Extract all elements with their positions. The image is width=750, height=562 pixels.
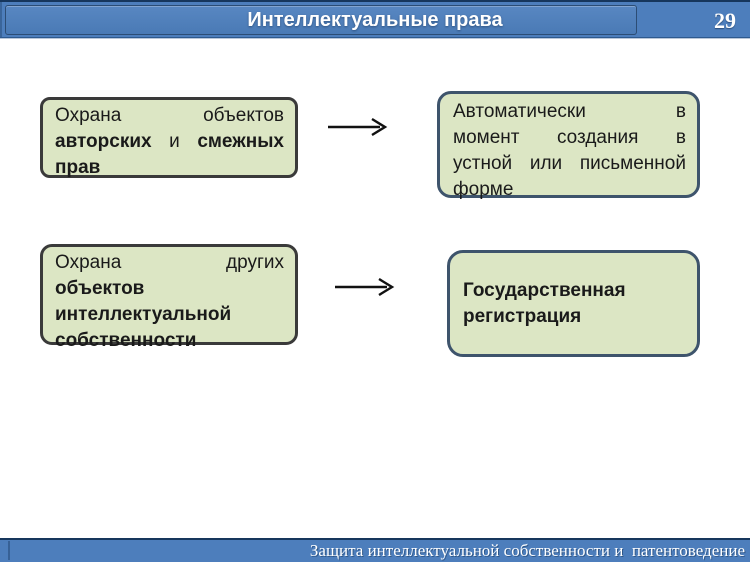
box-text-line: устной или письменной: [453, 151, 686, 177]
box-state-registration: Государственная регистрация: [447, 250, 700, 357]
text-segment: интеллектуальной: [55, 304, 232, 325]
box-protection-other-ip-objects: Охрана других объектов интеллектуальной собс…: [40, 244, 298, 351]
text-segment: Охрана: [55, 252, 122, 273]
text-segment: и: [169, 131, 180, 152]
text-segment: форме: [453, 179, 514, 200]
arrow-right-icon: [328, 117, 388, 137]
text-segment: момент: [453, 127, 520, 148]
box-text-line: форме: [453, 177, 686, 203]
text-segment: в: [675, 127, 686, 148]
text-segment: устной: [453, 153, 513, 174]
page-number: 29: [714, 8, 736, 33]
header-inner-panel: [5, 5, 637, 35]
text-segment: Автоматически: [453, 101, 586, 122]
box-text-line: момент создания в: [453, 125, 686, 151]
text-segment: в: [675, 101, 686, 122]
slide-footer-bar: Защита интеллектуальной собственности и …: [0, 538, 750, 562]
text-segment: регистрация: [463, 305, 582, 327]
box-text-line: Государственная: [463, 278, 686, 304]
text-segment: объектов: [203, 105, 284, 126]
box-text-line: Охрана объектов: [55, 103, 284, 129]
text-segment: других: [226, 252, 284, 273]
box-text-line: собственности: [55, 328, 284, 354]
box-text-line: Охрана других: [55, 250, 284, 276]
slide-title: Интеллектуальные права: [247, 9, 503, 31]
text-segment: объектов: [55, 278, 145, 299]
box-text-line: прав: [55, 155, 284, 181]
box-protection-copyright: Охрана объектов авторских и смежных прав: [40, 97, 298, 178]
slide-header-bar: Интеллектуальные права 29: [0, 0, 750, 38]
footer-divider: [8, 541, 10, 560]
text-segment: прав: [55, 157, 101, 178]
text-segment: создания: [556, 127, 639, 148]
text-segment: смежных: [197, 131, 284, 152]
box-text-line: Автоматически в: [453, 99, 686, 125]
text-segment: или: [529, 153, 563, 174]
box-text-line: объектов: [55, 276, 284, 302]
footer-course-title: Защита интеллектуальной собственности и …: [309, 541, 745, 560]
text-segment: письменной: [579, 153, 686, 174]
box-text-line: авторских и смежных: [55, 129, 284, 155]
text-segment: авторских: [55, 131, 152, 152]
text-segment: Охрана: [55, 105, 122, 126]
box-text-line: регистрация: [463, 304, 686, 330]
box-text-line: интеллектуальной: [55, 302, 284, 328]
arrow-right-icon: [335, 277, 395, 297]
text-segment: собственности: [55, 330, 197, 351]
text-segment: Государственная: [463, 279, 626, 301]
